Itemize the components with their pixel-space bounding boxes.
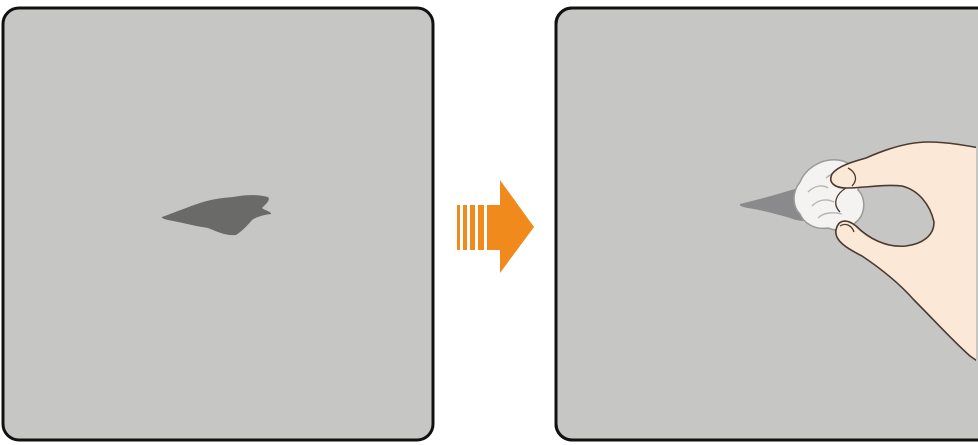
right-arrow-icon xyxy=(457,180,534,273)
panel-after-surface xyxy=(556,8,978,440)
panel-after xyxy=(556,8,978,440)
panel-before xyxy=(3,8,433,440)
